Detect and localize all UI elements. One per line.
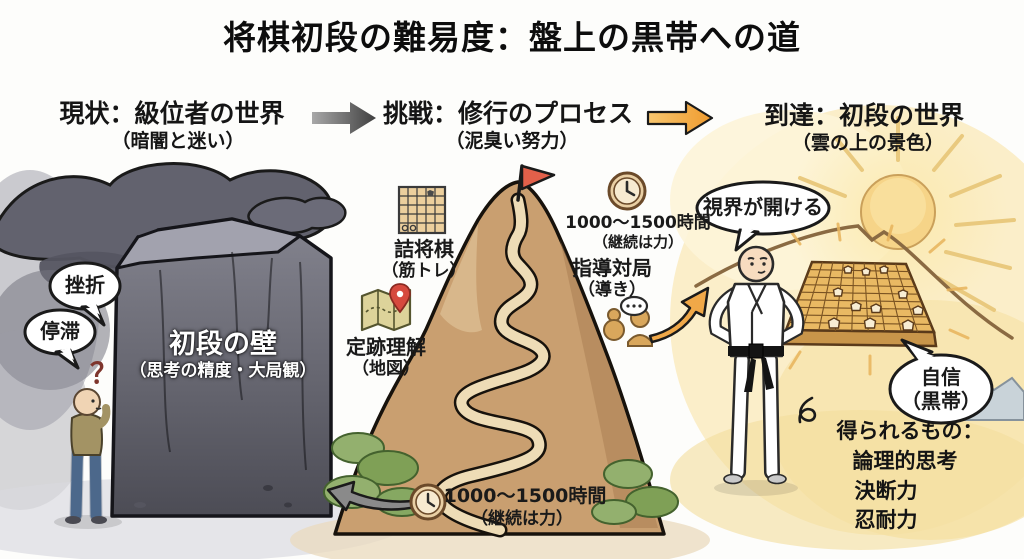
- arrow-curved-orange: [648, 286, 710, 344]
- wall-title: 初段の壁: [169, 329, 277, 360]
- joseki-sublabel: （地図）: [352, 359, 420, 379]
- section-arrival-subheading: （雲の上の景色）: [791, 132, 945, 154]
- bubble-stagnation-shape: [23, 308, 97, 370]
- bubble-vision-shape: [695, 180, 831, 252]
- joseki-label: 定跡理解: [346, 335, 426, 359]
- section-current-heading: 現状：級位者の世界: [59, 99, 285, 128]
- flag-icon: [516, 164, 556, 202]
- gains-title: 得られるもの：: [836, 419, 984, 443]
- arrow-right-orange: [646, 100, 714, 136]
- people-icon: [603, 295, 653, 347]
- bubble-setback-shape: [48, 261, 122, 327]
- karate-figure: [708, 245, 805, 496]
- arrow-right-dark: [312, 102, 376, 134]
- sun-icon: [860, 174, 936, 250]
- section-challenge-heading: 挑戦：修行のプロセス: [382, 99, 634, 128]
- bubble-confidence-shape: [888, 338, 994, 425]
- bubble-confidence-line2: （黒帯）: [901, 389, 981, 413]
- teaching-sublabel: （導き）: [578, 280, 646, 300]
- squiggle: [798, 396, 817, 424]
- hours-bottom-sublabel: （継続は力）: [471, 509, 573, 529]
- gains-item-2: 決断力: [854, 479, 918, 503]
- section-current-subheading: （暗闇と迷い）: [111, 130, 245, 152]
- teaching-label: 指導対局: [572, 256, 652, 280]
- map-icon: [360, 283, 412, 332]
- shogi-grid-icon: [397, 185, 447, 235]
- location-pin-icon: [389, 283, 411, 314]
- bubble-vision-label: 視界が開ける: [703, 195, 823, 219]
- bubble-stagnation-label: 停滞: [40, 319, 80, 343]
- bubble-setback-label: 挫折: [65, 273, 105, 297]
- gains-item-3: 忍耐力: [854, 508, 918, 532]
- hours-top-sublabel: （継続は力）: [592, 233, 684, 251]
- section-challenge-subheading: （泥臭い努力）: [445, 130, 579, 152]
- thinking-person: [54, 388, 122, 529]
- clock-icon: [607, 171, 647, 211]
- mountain: [333, 164, 666, 538]
- wall-subtitle: （思考の精度・大局観）: [129, 361, 317, 381]
- cliff-wall: [110, 217, 333, 518]
- hours-bottom-label: 1000～1500時間: [443, 485, 607, 507]
- tsume-sublabel: （筋トレ）: [381, 261, 467, 281]
- hours-top-label: 1000～1500時間: [565, 213, 711, 233]
- bubble-confidence-line1: 自信: [921, 365, 961, 389]
- gains-item-1: 論理的思考: [852, 449, 958, 473]
- tsume-label: 詰将棋: [394, 237, 454, 261]
- clock-icon-bottom: [409, 483, 447, 521]
- sun-rays: [798, 116, 1016, 312]
- arrow-curved-gray: [326, 480, 422, 512]
- question-mark: ？: [89, 357, 119, 390]
- page-title: 将棋初段の難易度：盤上の黒帯への道: [223, 18, 801, 57]
- section-arrival-heading: 到達：初段の世界: [763, 101, 965, 130]
